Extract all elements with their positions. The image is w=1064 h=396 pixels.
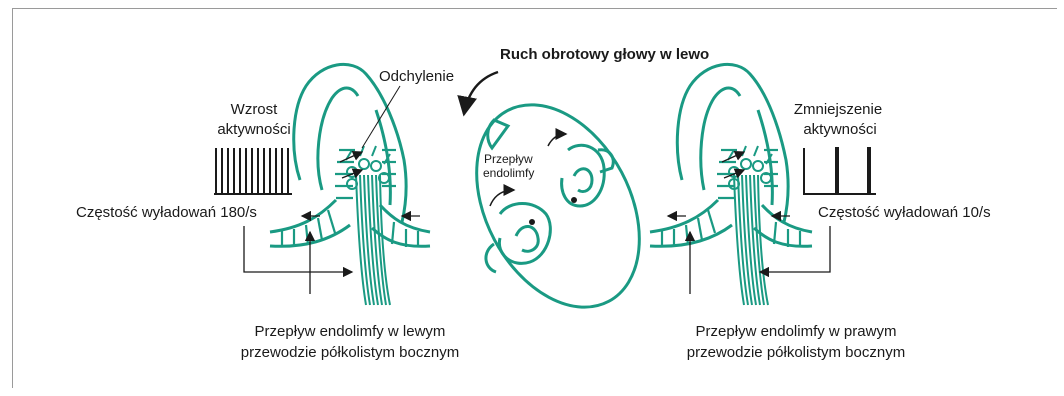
head-flow-label-1: Przepływ: [484, 152, 533, 167]
right-activity-label-1: Zmniejszenie: [776, 100, 900, 119]
deflection-label: Odchylenie: [379, 67, 454, 86]
left-caption-line-1: Przepływ endolimfy w lewym: [190, 322, 510, 341]
left-canal-rungs: [282, 150, 418, 247]
left-nerve-bundle: [356, 175, 390, 305]
right-caption-line-2: przewodzie półkolistym bocznym: [636, 343, 956, 362]
right-activity-label-2: aktywności: [786, 120, 894, 139]
left-activity-label-2: aktywności: [200, 120, 308, 139]
left-frequency-label: Częstość wyładowań 180/s: [76, 203, 257, 222]
right-nerve-bundle: [734, 175, 768, 305]
left-activity-label-1: Wzrost: [208, 100, 300, 119]
right-frequency-label: Częstość wyładowań 10/s: [818, 203, 991, 222]
rotation-arrow: [464, 72, 498, 114]
left-caption-connector: [244, 226, 352, 294]
left-ampulla: [270, 64, 430, 246]
left-spike-train: [214, 148, 292, 194]
right-spike-train: [804, 148, 876, 194]
right-canal-rungs: [662, 150, 800, 247]
left-caption-line-2: przewodzie półkolistym bocznym: [190, 343, 510, 362]
diagram-title: Ruch obrotowy głowy w lewo: [500, 45, 709, 64]
head-outline: [444, 77, 673, 335]
head-flow-label-2: endolimfy: [483, 166, 534, 181]
right-caption-line-1: Przepływ endolimfy w prawym: [636, 322, 956, 341]
